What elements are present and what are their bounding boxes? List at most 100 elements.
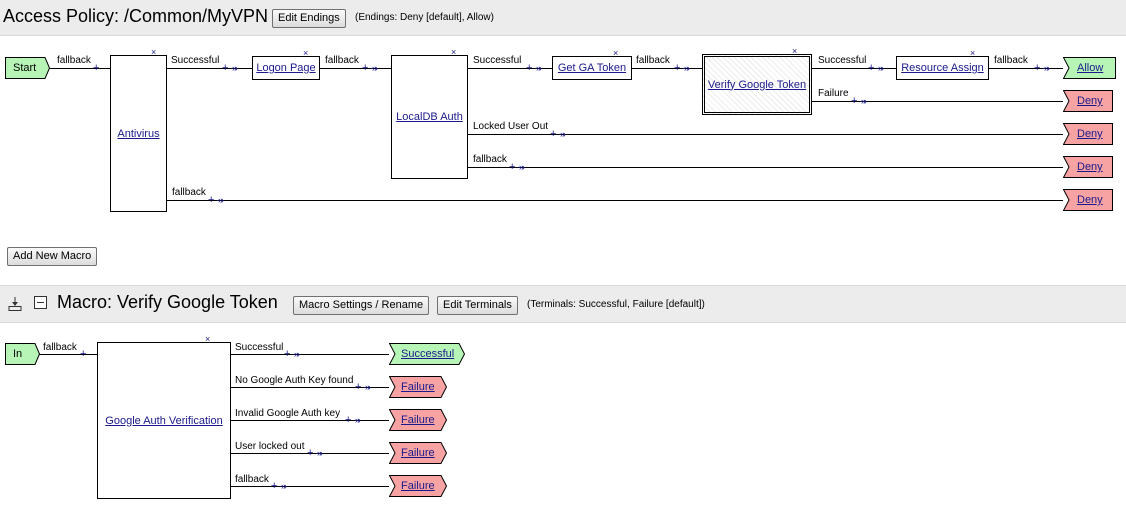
arrow-icon: -»› [231, 63, 238, 73]
add-item-icon[interactable]: + [271, 480, 278, 492]
failure-terminal[interactable]: Failure [389, 475, 447, 497]
failure-link[interactable]: Failure [401, 414, 435, 426]
google-auth-verification-node[interactable]: × Google Auth Verification [97, 335, 231, 499]
antivirus-link[interactable]: Antivirus [117, 127, 160, 140]
failure-terminal[interactable]: Failure [389, 442, 447, 464]
ending-shape [1063, 57, 1116, 79]
arrow-icon: -»› [293, 349, 300, 359]
add-item-icon[interactable]: + [208, 194, 215, 206]
localdb-auth-node[interactable]: × LocalDB Auth [391, 48, 468, 179]
failure-link[interactable]: Failure [401, 381, 435, 393]
deny-ending[interactable]: Deny [1063, 189, 1113, 211]
arrow-icon: -»› [371, 63, 378, 73]
add-item-icon[interactable]: + [222, 62, 229, 74]
edit-endings-button[interactable]: Edit Endings [272, 9, 346, 28]
get-ga-token-node[interactable]: × Get GA Token [552, 49, 632, 80]
successful-link[interactable]: Successful [401, 348, 455, 360]
add-item-icon[interactable]: + [868, 62, 875, 74]
verify-google-token-macro-node[interactable]: × Verify Google Token [702, 47, 812, 115]
arrow-icon: -»› [217, 195, 224, 205]
policy-header [0, 0, 1126, 36]
close-icon[interactable]: × [205, 334, 211, 344]
failure-terminal[interactable]: Failure [389, 376, 447, 398]
add-item-icon[interactable]: + [284, 348, 291, 360]
google-auth-verification-link[interactable]: Google Auth Verification [105, 414, 223, 427]
connector-line [468, 68, 552, 69]
get-ga-token-link[interactable]: Get GA Token [557, 62, 627, 74]
logon-page-link[interactable]: Logon Page [256, 62, 316, 74]
verify-google-token-link[interactable]: Verify Google Token [707, 78, 807, 91]
deny-link[interactable]: Deny [1077, 161, 1103, 173]
add-item-icon[interactable]: + [526, 62, 533, 74]
deny-ending[interactable]: Deny [1063, 123, 1113, 145]
add-item-icon[interactable]: + [307, 447, 314, 459]
arrow-icon: -»› [364, 382, 371, 392]
arrow-icon: -»› [559, 129, 566, 139]
branch-label: Successful [818, 55, 867, 66]
deny-ending[interactable]: Deny [1063, 90, 1113, 112]
terminal-shape [389, 409, 447, 431]
connector-line [812, 101, 1063, 102]
deny-link[interactable]: Deny [1077, 194, 1103, 206]
branch-label: fallback [994, 55, 1028, 66]
branch-label: Invalid Google Auth key [235, 408, 341, 419]
add-item-icon[interactable]: + [851, 95, 858, 107]
connector-line [468, 167, 1063, 168]
terminal-shape [389, 343, 465, 365]
connector-line [812, 68, 896, 69]
localdb-auth-link[interactable]: LocalDB Auth [396, 111, 463, 123]
logon-page-node[interactable]: × Logon Page [252, 49, 320, 80]
arrow-icon: -»› [877, 63, 884, 73]
antivirus-node[interactable]: × Antivirus [110, 48, 167, 212]
add-item-icon[interactable]: + [93, 62, 100, 74]
connector-line [320, 68, 391, 69]
add-new-macro-button[interactable]: Add New Macro [7, 247, 98, 266]
successful-terminal[interactable]: Successful [389, 343, 465, 365]
resource-assign-link[interactable]: Resource Assign [901, 62, 984, 74]
close-icon[interactable]: × [451, 47, 457, 57]
close-icon[interactable]: × [792, 46, 798, 56]
deny-link[interactable]: Deny [1077, 128, 1103, 140]
in-shape [5, 343, 40, 365]
add-item-icon[interactable]: + [80, 348, 87, 360]
branch-label: fallback [57, 55, 91, 66]
connector-line [230, 354, 389, 355]
close-icon[interactable]: × [151, 47, 157, 57]
allow-ending[interactable]: Allow [1063, 57, 1116, 79]
close-icon[interactable]: × [970, 48, 976, 58]
edit-terminals-button[interactable]: Edit Terminals [437, 296, 518, 315]
macro-title: Macro: Verify Google Token [57, 292, 278, 312]
deny-link[interactable]: Deny [1077, 95, 1103, 107]
failure-terminal[interactable]: Failure [389, 409, 447, 431]
terminal-shape [389, 475, 447, 497]
branch-label: User locked out [235, 441, 305, 452]
failure-link[interactable]: Failure [401, 447, 435, 459]
ending-shape [1063, 156, 1113, 178]
arrow-icon: -»› [683, 63, 690, 73]
add-item-icon[interactable]: + [1034, 62, 1041, 74]
arrow-icon: -»› [860, 96, 867, 106]
start-shape [5, 57, 50, 79]
macro-settings-button[interactable]: Macro Settings / Rename [293, 296, 430, 315]
add-item-icon[interactable]: + [345, 414, 352, 426]
failure-link[interactable]: Failure [401, 480, 435, 492]
collapse-icon[interactable] [34, 296, 47, 309]
deny-ending[interactable]: Deny [1063, 156, 1113, 178]
close-icon[interactable]: × [303, 48, 309, 58]
macro-drag-icon[interactable] [7, 296, 23, 317]
start-label: Start [13, 62, 37, 74]
add-item-icon[interactable]: + [674, 62, 681, 74]
add-item-icon[interactable]: + [509, 161, 516, 173]
branch-label: Failure [818, 88, 849, 99]
connector-line [38, 354, 98, 355]
add-item-icon[interactable]: + [550, 128, 557, 140]
terminals-note: (Terminals: Successful, Failure [default… [527, 299, 705, 310]
resource-assign-node[interactable]: × Resource Assign [896, 49, 989, 80]
add-item-icon[interactable]: + [362, 62, 369, 74]
close-icon[interactable]: × [613, 48, 619, 58]
allow-link[interactable]: Allow [1077, 62, 1104, 74]
connector-line [230, 387, 389, 388]
add-item-icon[interactable]: + [355, 381, 362, 393]
ending-shape [1063, 189, 1113, 211]
branch-label: Successful [473, 55, 522, 66]
